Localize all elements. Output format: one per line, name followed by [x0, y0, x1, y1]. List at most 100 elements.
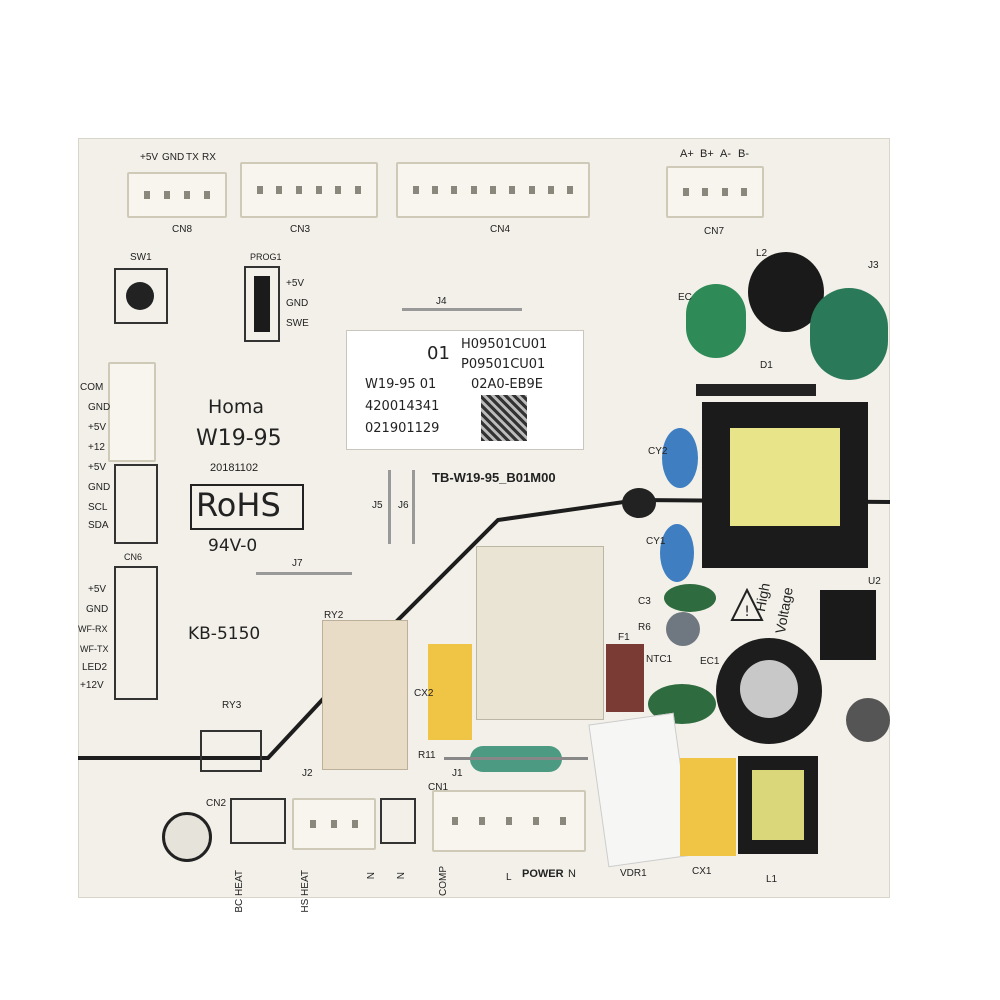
flammability-rating: 94V-0 — [208, 536, 258, 556]
cable-trace — [78, 497, 890, 760]
connector-cn1 — [432, 790, 586, 852]
warning-icon: ! — [730, 588, 764, 621]
resistor-r6 — [666, 612, 700, 646]
pin-label: A- — [720, 148, 731, 160]
ref-cn2: CN2 — [206, 798, 227, 809]
ref-d1: D1 — [760, 360, 773, 371]
ref-cx2: CX2 — [414, 688, 434, 699]
connector-j2 — [292, 798, 376, 850]
pin-label: A+ — [680, 148, 694, 160]
thermistor — [622, 488, 656, 518]
ref-ry3: RY3 — [222, 700, 242, 711]
optocoupler-u2 — [820, 590, 876, 660]
prog-header-outline — [244, 266, 280, 342]
rohs-box — [190, 484, 304, 530]
pin-label: LED2 — [82, 662, 108, 673]
ref-ec1: EC1 — [700, 656, 720, 667]
pin-label: SDA — [88, 520, 109, 531]
prog-header-pins — [254, 276, 270, 332]
qr-code — [481, 395, 527, 441]
sticker-rev: 01 — [427, 343, 450, 364]
ref-cn8: CN8 — [172, 224, 193, 235]
ref-r11: R11 — [418, 750, 436, 761]
connector-left — [108, 362, 156, 462]
part-number: KB-5150 — [188, 624, 261, 644]
ref-prog1: PROG1 — [250, 252, 282, 262]
ref-cy2: CY2 — [648, 446, 668, 457]
relay-ry3-outline — [200, 730, 262, 772]
switch-outline — [114, 268, 168, 324]
relay-ry2 — [322, 620, 408, 770]
ref-j7: J7 — [292, 558, 303, 569]
pin-label: GND — [86, 604, 109, 615]
pin-label: N — [366, 872, 377, 880]
ref-j2: J2 — [302, 768, 313, 779]
ref-cn7: CN7 — [704, 226, 725, 237]
pin-label: GND — [88, 482, 111, 493]
capacitor-cy2 — [662, 428, 698, 488]
pin-label: POWER — [522, 868, 564, 880]
pin-label: SWE — [286, 318, 309, 329]
pin-label: N — [396, 872, 407, 880]
ref-cy1: CY1 — [646, 536, 666, 547]
capacitor-small — [846, 698, 890, 742]
pin-label: L — [506, 872, 512, 883]
pin-label: +5V — [88, 584, 107, 595]
jumper-j5 — [388, 470, 391, 544]
ref-vdr1: VDR1 — [620, 868, 647, 879]
sticker-lot: 021901129 — [365, 421, 440, 436]
ref-j5: J5 — [372, 500, 383, 511]
ref-ry2: RY2 — [324, 610, 344, 621]
ref-cx1: CX1 — [692, 866, 712, 877]
svg-text:!: ! — [744, 604, 750, 620]
pin-label: +5V — [286, 278, 305, 289]
sticker-serial: 420014341 — [365, 399, 440, 414]
connector-cn2-outline — [230, 798, 286, 844]
pin-label: +5V — [140, 152, 159, 163]
ref-j4: J4 — [436, 296, 447, 307]
jumper-j7 — [256, 572, 352, 575]
sticker-hash: 02A0-EB9E — [471, 377, 544, 392]
connector-cn4 — [396, 162, 590, 218]
ref-r6: R6 — [638, 622, 651, 633]
pin-label: WF-TX — [80, 644, 109, 654]
ref-ntc1: NTC1 — [646, 654, 673, 665]
pin-label: SCL — [88, 502, 108, 513]
product-sticker: 01 H09501CU01 P09501CU01 W19-95 01 02A0-… — [346, 330, 584, 450]
ref-sw1: SW1 — [130, 252, 152, 263]
ref-u2: U2 — [868, 576, 881, 587]
connector-cn6-outline — [114, 566, 158, 700]
connector-j2-right — [380, 798, 416, 844]
ref-ec: EC — [678, 292, 692, 303]
pin-label: +12V — [80, 680, 104, 691]
pin-label: TX — [186, 152, 199, 163]
capacitor-cy1 — [660, 524, 694, 582]
pcb-id: TB-W19-95_B01M00 — [432, 470, 556, 485]
diode-d1 — [696, 384, 816, 396]
board-date: 20181102 — [210, 462, 259, 474]
ref-j3: J3 — [868, 260, 879, 271]
ref-cn6: CN6 — [124, 552, 143, 562]
pin-label: +5V — [88, 462, 107, 473]
resistor-lead — [444, 757, 588, 760]
connector-cn3 — [240, 162, 378, 218]
pin-label: +12 — [88, 442, 105, 453]
capacitor-c3 — [664, 584, 716, 612]
sticker-code-2: P09501CU01 — [461, 357, 546, 372]
connector-cn8 — [127, 172, 227, 218]
pin-label: HS HEAT — [300, 870, 311, 913]
pin-label: COMP — [438, 866, 449, 896]
capacitor-ec — [686, 284, 746, 358]
sticker-code-1: H09501CU01 — [461, 337, 548, 352]
pin-label: +5V — [88, 422, 107, 433]
brand-name: Homa — [208, 396, 265, 418]
switch-button — [126, 282, 154, 310]
relay-main — [476, 546, 604, 720]
jumper-j4 — [402, 308, 522, 311]
mounting-hole — [162, 812, 212, 862]
ref-cn1: CN1 — [428, 782, 449, 793]
pin-label: B+ — [700, 148, 714, 160]
ref-f1: F1 — [618, 632, 630, 643]
ref-cn4: CN4 — [490, 224, 511, 235]
inductor-l1-coil — [752, 770, 804, 840]
